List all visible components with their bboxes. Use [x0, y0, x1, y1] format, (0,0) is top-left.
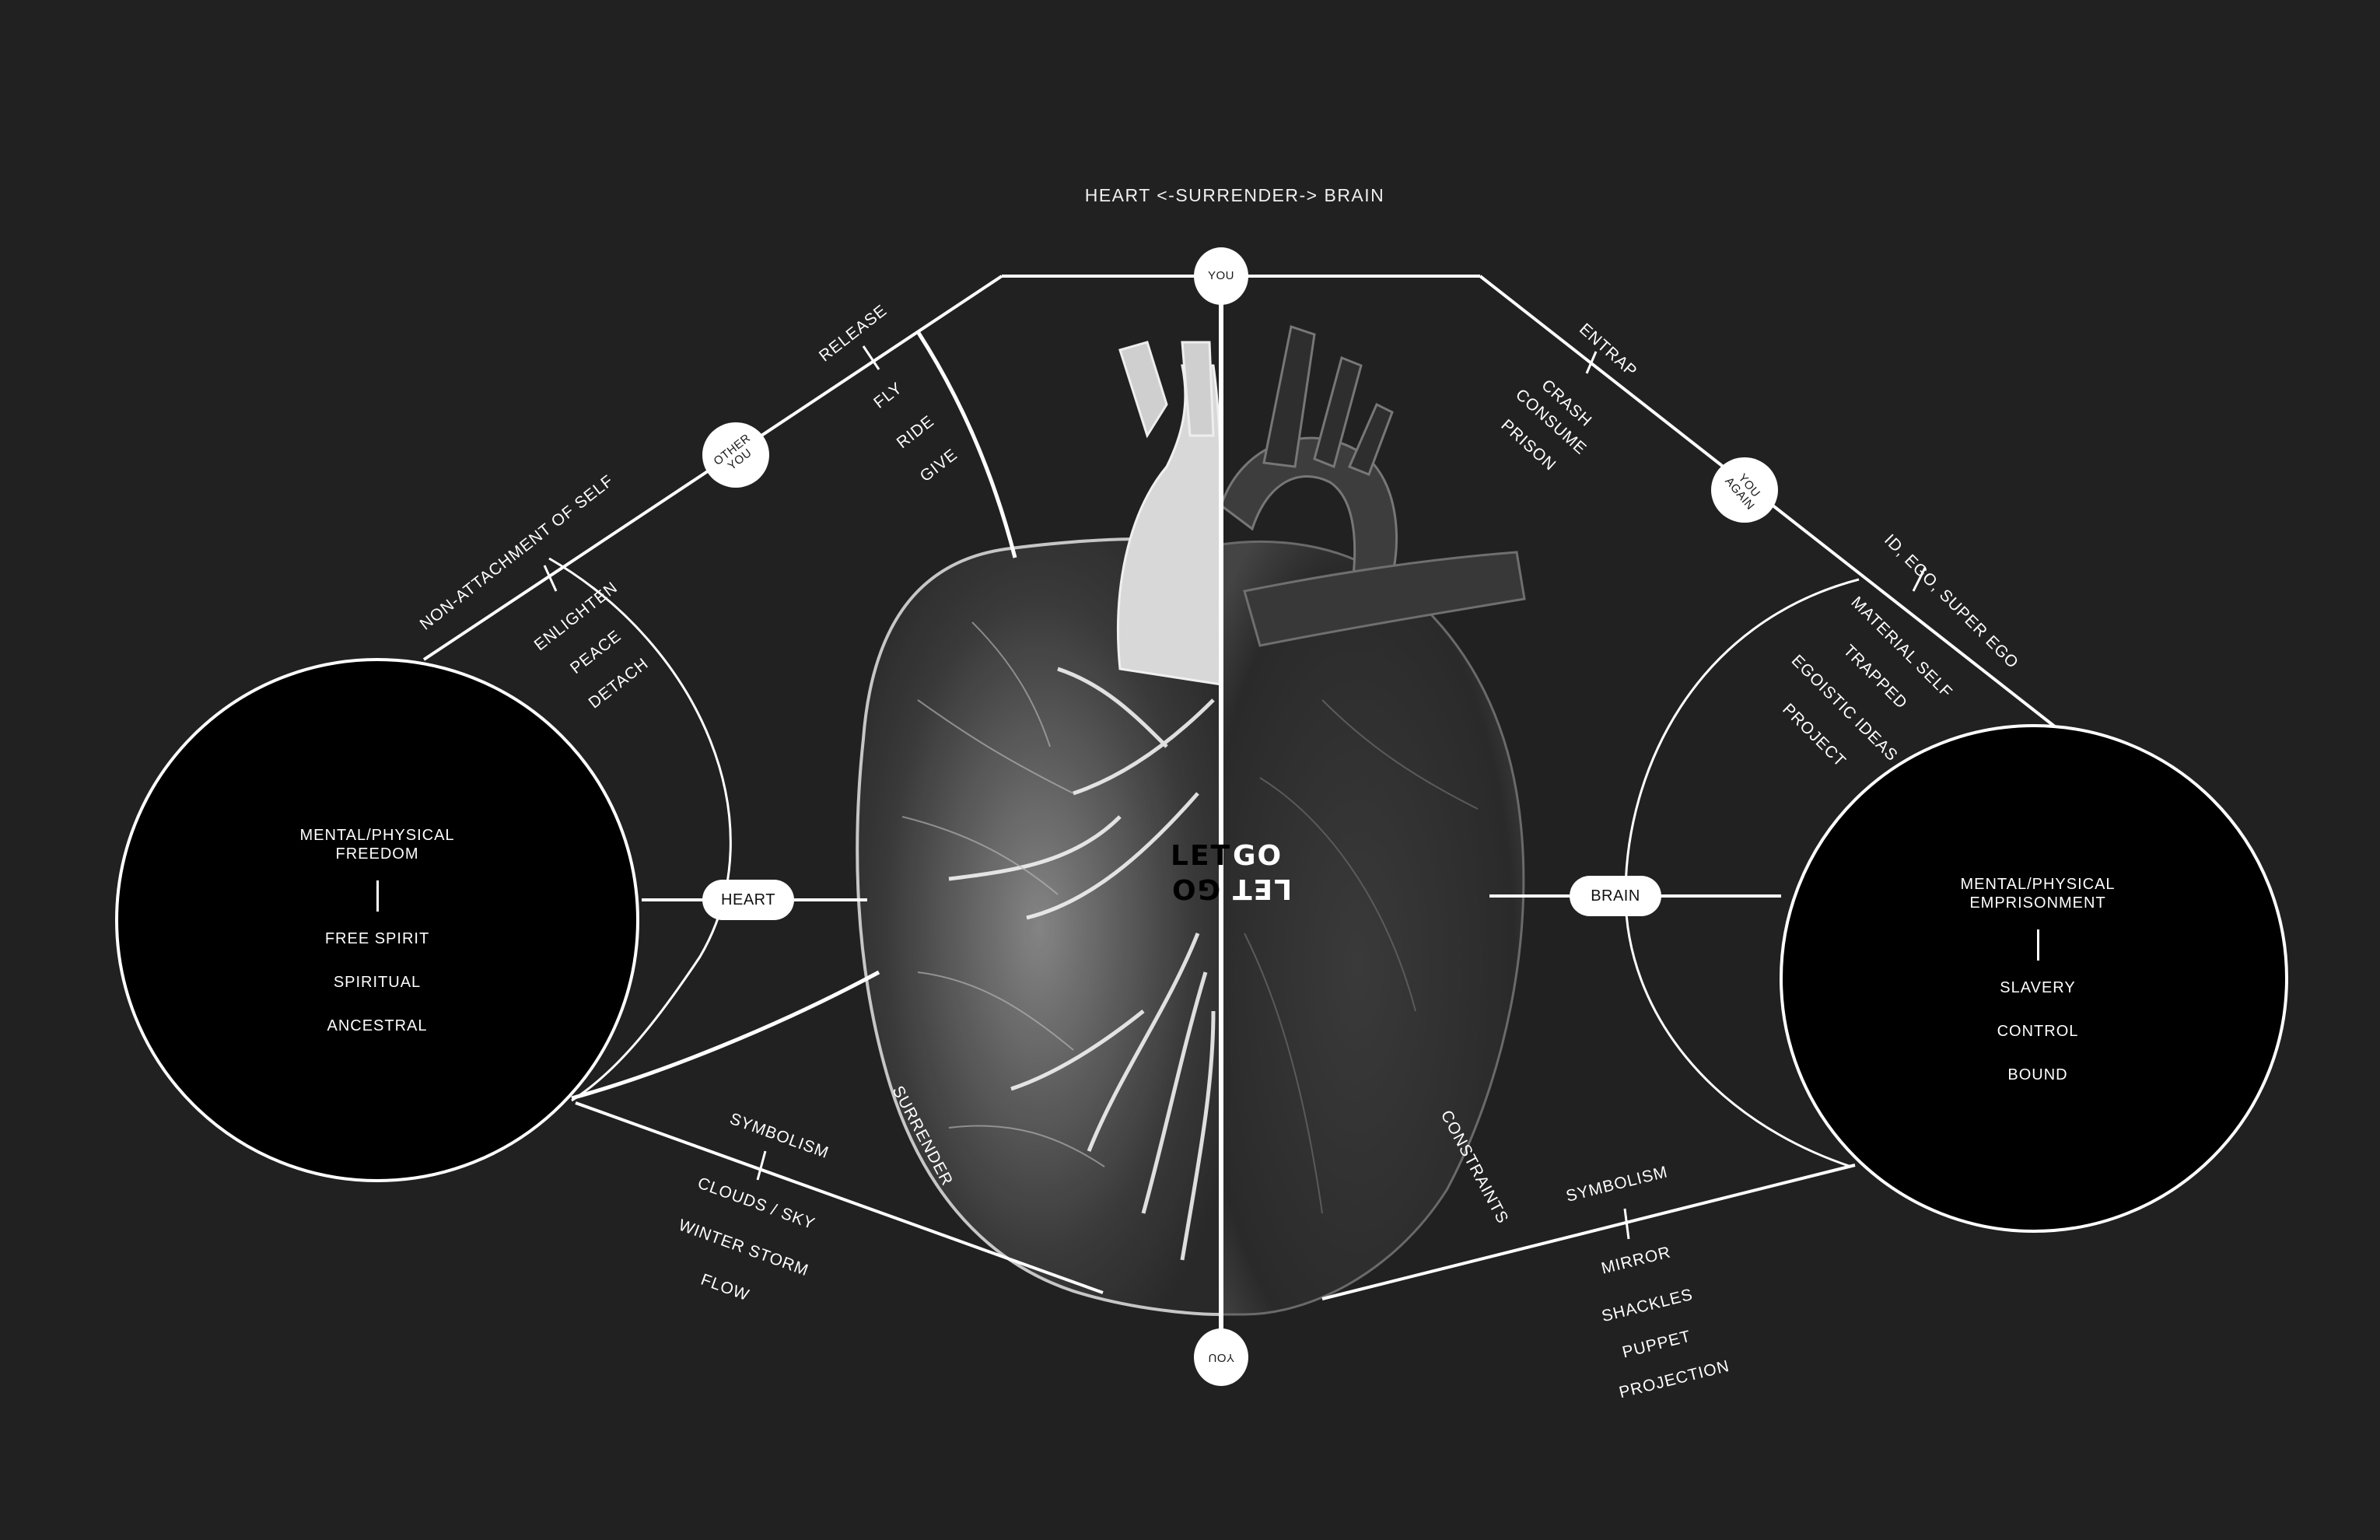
you-again-node[interactable]: YOU AGAIN: [1711, 457, 1778, 523]
brain-pill-label: BRAIN: [1591, 887, 1640, 905]
control-label: CONTROL: [1997, 1023, 2079, 1040]
let-text: LET: [1171, 840, 1232, 872]
bottom-you-label: YOU: [1208, 1350, 1235, 1364]
spiritual-label: SPIRITUAL: [333, 974, 422, 991]
freedom-divider: [376, 880, 379, 912]
emprisonment-divider: [2036, 929, 2039, 961]
emprisonment-circle-content: MENTAL/PHYSICAL EMPRISONMENT SLAVERY CON…: [1921, 875, 2154, 1110]
diagram-title: HEART <-SURRENDER-> BRAIN: [1084, 185, 1385, 205]
heart-pill-label: HEART: [721, 891, 775, 908]
top-you-label: YOU: [1207, 269, 1234, 283]
freedom-heading-2: FREEDOM: [335, 845, 419, 863]
freedom-circle: [115, 658, 639, 1182]
let-inverted-text: LET: [1231, 873, 1293, 905]
top-you-node[interactable]: YOU: [1194, 247, 1248, 305]
freedom-circle-content: MENTAL/PHYSICAL FREEDOM FREE SPIRIT SPIR…: [261, 826, 494, 1061]
bound-label: BOUND: [2007, 1066, 2068, 1083]
other-you-node[interactable]: OTHER YOU: [702, 422, 769, 488]
heart-illustration: [856, 325, 1526, 1317]
brain-pill[interactable]: BRAIN: [1570, 876, 1661, 916]
freedom-heading-1: MENTAL/PHYSICAL: [299, 827, 455, 844]
ancestral-label: ANCESTRAL: [327, 1017, 428, 1034]
bottom-you-node[interactable]: YOU: [1194, 1328, 1248, 1386]
free-spirit-label: FREE SPIRIT: [324, 930, 430, 947]
slavery-label: SLAVERY: [2000, 979, 2076, 996]
heart-pill[interactable]: HEART: [702, 880, 794, 920]
emprisonment-heading-2: EMPRISONMENT: [1969, 894, 2106, 912]
go-text: GO: [1233, 840, 1283, 872]
go-inverted-text: GO: [1171, 873, 1221, 905]
emprisonment-circle: [1780, 724, 2288, 1233]
emprisonment-heading-1: MENTAL/PHYSICAL: [1960, 876, 2116, 893]
